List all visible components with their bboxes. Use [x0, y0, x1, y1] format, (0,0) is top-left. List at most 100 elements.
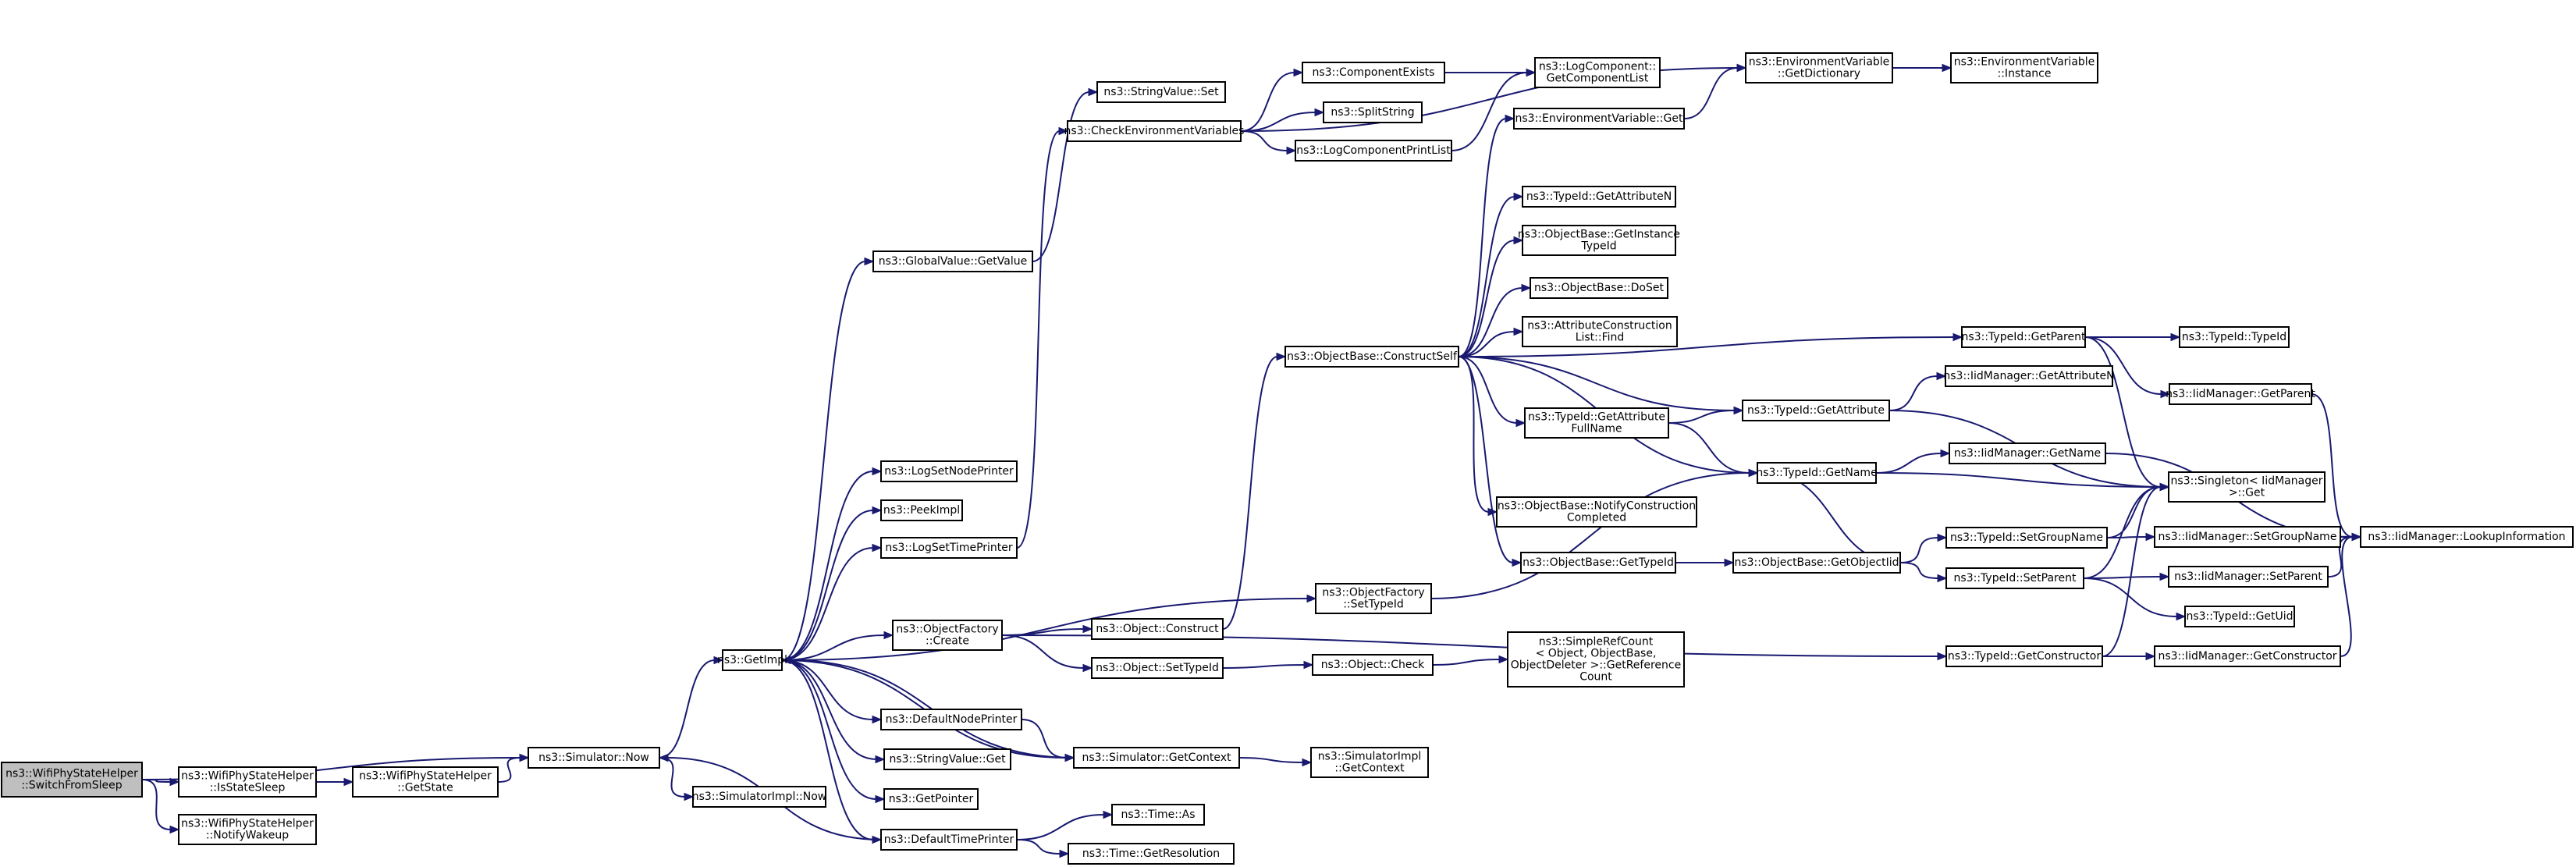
node-box	[880, 499, 963, 521]
node-label: ns3::ObjectFactory	[1322, 587, 1424, 599]
node-simImplNow[interactable]: ns3::SimulatorImpl::Now	[692, 786, 827, 808]
arrowhead	[1733, 406, 1744, 415]
node-simGetContext[interactable]: ns3::Simulator::GetContext	[1073, 747, 1240, 769]
node-label: ::Create	[926, 635, 969, 648]
node-iidSetParent[interactable]: ns3::IidManager::SetParent	[2168, 566, 2329, 588]
edge-tidGetName-to-singletonGet	[1875, 472, 2162, 488]
node-box	[1530, 277, 1668, 299]
node-tidGetAttribute[interactable]: ns3::TypeId::GetAttribute	[1742, 400, 1890, 421]
node-stringValueSet[interactable]: ns3::StringValue::Set	[1096, 81, 1226, 103]
arrowhead	[2159, 482, 2170, 492]
node-logSetNodePrinter[interactable]: ns3::LogSetNodePrinter	[880, 460, 1018, 482]
node-gvGetValue[interactable]: ns3::GlobalValue::GetValue	[872, 251, 1033, 272]
arrowhead	[1952, 332, 1963, 342]
node-stringValueGet[interactable]: ns3::StringValue::Get	[883, 748, 1011, 770]
node-iidGetAttributeN[interactable]: ns3::IidManager::GetAttributeN	[1943, 365, 2115, 387]
node-iidGetConstructor[interactable]: ns3::IidManager::GetConstructor	[2154, 645, 2341, 667]
node-label: ns3::TypeId::GetConstructor	[1948, 650, 2101, 663]
node-box	[1295, 140, 1452, 162]
node-box	[1302, 62, 1445, 84]
arrowhead	[1513, 236, 1524, 245]
node-isStateSleep[interactable]: ns3::WifiPhyStateHelper::IsStateSleep	[178, 766, 317, 798]
node-peekImpl[interactable]: ns3::PeekImpl	[880, 499, 963, 521]
node-label: >::Get	[2229, 487, 2265, 499]
node-ofCreate[interactable]: ns3::ObjectFactory::Create	[892, 620, 1003, 651]
node-getPointer[interactable]: ns3::GetPointer	[883, 788, 979, 810]
node-simImplGetContext[interactable]: ns3::SimulatorImpl::GetContext	[1310, 747, 1429, 778]
node-box	[1, 762, 143, 798]
node-label: ns3::ObjectBase::DoSet	[1534, 282, 1664, 294]
edge-obGetObjectIid-to-tidSetGroupName	[1899, 537, 1939, 563]
node-switchFromSleep[interactable]: ns3::WifiPhyStateHelper::SwitchFromSleep	[1, 762, 143, 798]
node-label: ns3::EnvironmentVariable	[1954, 56, 2095, 69]
node-getState[interactable]: ns3::WifiPhyStateHelper::GetState	[352, 766, 499, 798]
node-label: < Object, ObjectBase,	[1536, 648, 1657, 660]
node-objSetTypeId[interactable]: ns3::Object::SetTypeId	[1091, 657, 1224, 679]
arrowhead	[1059, 849, 1070, 858]
node-obGetTypeId[interactable]: ns3::ObjectBase::GetTypeId	[1520, 552, 1676, 574]
node-label: ns3::DefaultNodePrinter	[886, 713, 1018, 726]
node-simNow[interactable]: ns3::Simulator::Now	[528, 747, 660, 769]
node-tidGetUid[interactable]: ns3::TypeId::GetUid	[2184, 606, 2295, 627]
node-obDoSet[interactable]: ns3::ObjectBase::DoSet	[1530, 277, 1668, 299]
edge-objCheck-to-simpleRefCount	[1432, 659, 1501, 666]
node-tidTypeId[interactable]: ns3::TypeId::TypeId	[2179, 326, 2290, 348]
edge-ofCreate-to-objSetTypeId	[1001, 634, 1085, 669]
node-tidSetParent[interactable]: ns3::TypeId::SetParent	[1945, 567, 2084, 589]
node-label: Count	[1579, 671, 1612, 684]
node-box	[2154, 645, 2341, 667]
node-label: ns3::WifiPhyStateHelper	[181, 770, 314, 783]
arrowhead	[1736, 63, 1747, 73]
node-timeAs[interactable]: ns3::Time::As	[1111, 804, 1205, 826]
node-getImpl[interactable]: ns3::GetImpl	[717, 649, 787, 671]
node-iidLookupInformation[interactable]: ns3::IidManager::LookupInformation	[2360, 526, 2574, 548]
node-label: ns3::AttributeConstruction	[1527, 320, 1672, 332]
node-box	[1945, 527, 2108, 549]
arrowhead	[2351, 532, 2362, 542]
node-timeGetResolution[interactable]: ns3::Time::GetResolution	[1068, 843, 1235, 865]
node-checkEnvVars[interactable]: ns3::CheckEnvironmentVariables	[1064, 120, 1245, 142]
node-splitString[interactable]: ns3::SplitString	[1323, 101, 1423, 123]
node-envVarGetDict[interactable]: ns3::EnvironmentVariable::GetDictionary	[1745, 52, 1893, 84]
node-logSetTimePrinter[interactable]: ns3::LogSetTimePrinter	[880, 537, 1018, 559]
arrowhead	[2159, 572, 2170, 581]
node-box	[1091, 618, 1224, 640]
node-simpleRefCount[interactable]: ns3::SimpleRefCount< Object, ObjectBase,…	[1507, 631, 1685, 688]
node-componentExists[interactable]: ns3::ComponentExists	[1302, 62, 1445, 84]
edge-obConstructSelf-to-obGetTypeId	[1458, 356, 1514, 563]
node-envVarInstance[interactable]: ns3::EnvironmentVariable::Instance	[1950, 52, 2098, 84]
node-defaultTimePrinter[interactable]: ns3::DefaultTimePrinter	[880, 829, 1018, 851]
node-tidGetAttributeN[interactable]: ns3::TypeId::GetAttributeN	[1522, 186, 1676, 208]
node-ofSetTypeId[interactable]: ns3::ObjectFactory::SetTypeId	[1315, 583, 1432, 614]
node-tidGetName[interactable]: ns3::TypeId::GetName	[1756, 462, 1878, 484]
node-obConstructSelf[interactable]: ns3::ObjectBase::ConstructSelf	[1284, 346, 1459, 368]
node-tidSetGroupName[interactable]: ns3::TypeId::SetGroupName	[1945, 527, 2108, 549]
node-singletonGet[interactable]: ns3::Singleton< IidManager>::Get	[2168, 471, 2326, 503]
node-obGetObjectIid[interactable]: ns3::ObjectBase::GetObjectIid	[1732, 552, 1901, 574]
node-envVarGet[interactable]: ns3::EnvironmentVariable::Get	[1513, 108, 1685, 130]
arrowhead	[658, 753, 669, 762]
node-defaultNodePrinter[interactable]: ns3::DefaultNodePrinter	[880, 709, 1022, 730]
arrowhead	[169, 777, 180, 787]
node-objCheck[interactable]: ns3::Object::Check	[1312, 654, 1434, 676]
node-box	[880, 709, 1022, 730]
node-obNotifyConstrCompleted[interactable]: ns3::ObjectBase::NotifyConstructionCompl…	[1496, 496, 1697, 528]
node-logCompGetList[interactable]: ns3::LogComponent::GetComponentList	[1534, 57, 1661, 88]
node-tidGetConstructor[interactable]: ns3::TypeId::GetConstructor	[1945, 645, 2103, 667]
node-iidGetParent[interactable]: ns3::IidManager::GetParent	[2166, 383, 2315, 405]
node-label: ns3::StringValue::Get	[889, 753, 1006, 766]
node-iidSetGroupName[interactable]: ns3::IidManager::SetGroupName	[2154, 526, 2341, 548]
node-logCompPrintList[interactable]: ns3::LogComponentPrintList	[1295, 140, 1452, 162]
edge-obConstructSelf-to-attrConstrListFind	[1458, 331, 1515, 357]
arrowhead	[2145, 652, 2156, 661]
node-box	[1315, 583, 1432, 614]
node-tidGetParent[interactable]: ns3::TypeId::GetParent	[1961, 326, 2086, 348]
node-label: ns3::Object::Construct	[1096, 623, 1219, 635]
node-iidGetName[interactable]: ns3::IidManager::GetName	[1949, 442, 2106, 464]
node-objConstruct[interactable]: ns3::Object::Construct	[1091, 618, 1224, 640]
node-notifyWakeup[interactable]: ns3::WifiPhyStateHelper::NotifyWakeup	[178, 814, 317, 845]
arrowhead	[1940, 449, 1951, 458]
